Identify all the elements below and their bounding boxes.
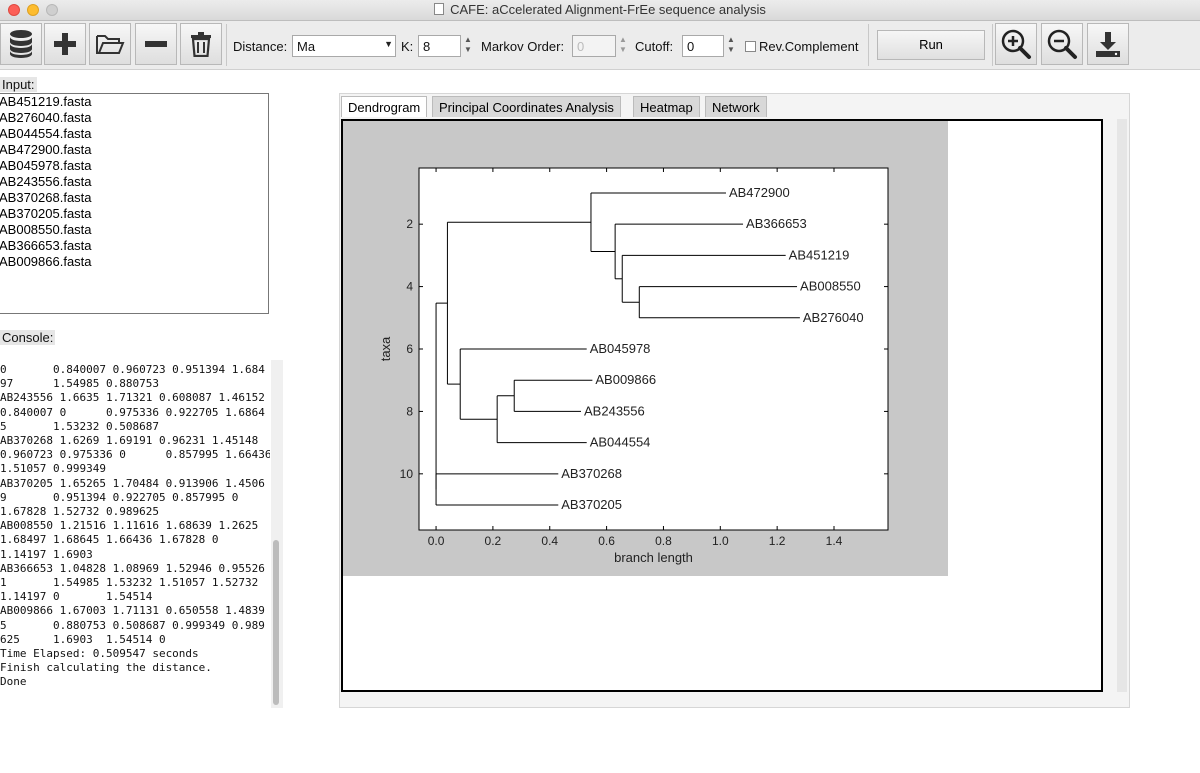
zoom-window-button[interactable] (46, 4, 58, 16)
close-window-button[interactable] (8, 4, 20, 16)
title-bar: CAFE: aCcelerated Alignment-FrEe sequenc… (0, 0, 1200, 21)
rev-complement-checkbox[interactable] (745, 41, 756, 52)
minimize-window-button[interactable] (27, 4, 39, 16)
zoom-out-button[interactable] (1041, 23, 1083, 65)
list-item[interactable]: AB276040.fasta (0, 110, 92, 125)
delete-all-button[interactable] (180, 23, 222, 65)
window-title: CAFE: aCcelerated Alignment-FrEe sequenc… (0, 2, 1200, 17)
list-item[interactable]: AB008550.fasta (0, 222, 92, 237)
cutoff-stepper[interactable]: ▲▼ (727, 35, 735, 54)
console-scrollbar-thumb[interactable] (273, 540, 279, 705)
zoom-in-button[interactable] (995, 23, 1037, 65)
run-button[interactable]: Run (877, 30, 985, 60)
add-file-button[interactable] (44, 23, 86, 65)
console-line: 5 1.53232 0.508687 (0, 419, 159, 433)
plot-scrollbar[interactable] (1117, 119, 1127, 692)
toolbar-separator (992, 24, 993, 66)
k-stepper[interactable]: ▲▼ (464, 35, 472, 54)
markov-order-input[interactable]: 0 (572, 35, 616, 57)
tab-network[interactable]: Network (705, 96, 767, 117)
remove-file-button[interactable] (135, 23, 177, 65)
plus-icon (54, 33, 76, 55)
k-input[interactable]: 8 (418, 35, 461, 57)
tab-principal-coordinates-analysis[interactable]: Principal Coordinates Analysis (432, 96, 621, 117)
markov-order-stepper[interactable]: ▲▼ (619, 35, 627, 54)
console-line: 1.51057 0.999349 (0, 462, 106, 476)
input-label: Input: (0, 77, 37, 92)
console-line: 0.960723 0.975336 0 0.857995 1.66436 (0, 448, 270, 462)
console-line: 1 1.54985 1.53232 1.51057 1.52732 (0, 576, 259, 590)
input-file-list[interactable]: AB451219.fasta AB276040.fasta AB044554.f… (0, 93, 269, 314)
console-line: 1.14197 0 1.54514 (0, 590, 153, 604)
toolbar-separator (226, 24, 227, 66)
chevron-down-icon: ▼ (384, 39, 393, 49)
cutoff-label: Cutoff: (635, 39, 674, 54)
list-item[interactable]: AB009866.fasta (0, 254, 92, 269)
console-line: Done (0, 675, 27, 689)
trash-icon (191, 32, 211, 57)
console-line: AB366653 1.04828 1.08969 1.52946 0.95526 (0, 561, 265, 575)
database-icon (10, 30, 32, 58)
list-item[interactable]: AB044554.fasta (0, 126, 92, 141)
console-line: 1.67828 1.52732 0.989625 (0, 505, 159, 519)
folder-open-icon (96, 35, 125, 54)
tab-heatmap[interactable]: Heatmap (633, 96, 700, 117)
figure-background (343, 121, 948, 576)
rev-complement-label: Rev.Complement (759, 39, 859, 54)
list-item[interactable]: AB472900.fasta (0, 142, 92, 157)
console-line: 625 1.6903 1.54514 0 (0, 632, 166, 646)
list-item[interactable]: AB370205.fasta (0, 206, 92, 221)
database-button[interactable] (0, 23, 42, 65)
zoom-in-icon (1001, 29, 1031, 59)
distance-label: Distance: (233, 39, 288, 54)
console-line: 5 0.880753 0.508687 0.999349 0.989 (0, 618, 265, 632)
toolbar-separator (868, 24, 869, 66)
list-item[interactable]: AB366653.fasta (0, 238, 92, 253)
console-line: 9 0.951394 0.922705 0.857995 0 (0, 490, 239, 504)
console-line: AB009866 1.67003 1.71131 0.650558 1.4839 (0, 604, 265, 618)
minus-icon (145, 41, 167, 47)
toolbar: Distance: Ma ▼ K: 8 ▲▼ Markov Order: 0 ▲… (0, 21, 1200, 70)
download-icon (1096, 32, 1120, 57)
console-line: AB370205 1.65265 1.70484 0.913906 1.4506 (0, 476, 265, 490)
distance-select[interactable]: Ma ▼ (292, 35, 396, 57)
k-label: K: (401, 39, 414, 54)
console-line: AB243556 1.6635 1.71321 0.608087 1.46152 (0, 391, 265, 405)
console-line: 1.14197 1.6903 (0, 547, 93, 561)
list-item[interactable]: AB243556.fasta (0, 174, 92, 189)
console-line: Time Elapsed: 0.509547 seconds (0, 647, 199, 661)
document-icon (434, 3, 445, 15)
console-label: Console: (0, 330, 56, 345)
open-folder-button[interactable] (89, 23, 131, 65)
console-line: 1.68497 1.68645 1.66436 1.67828 0 (0, 533, 219, 547)
console-line: AB008550 1.21516 1.11616 1.68639 1.2625 (0, 519, 259, 533)
console-line: 97 1.54985 0.880753 (0, 377, 159, 391)
tab-dendrogram[interactable]: Dendrogram (341, 96, 428, 117)
console-line: Finish calculating the distance. (0, 661, 212, 675)
cutoff-input[interactable]: 0 (682, 35, 724, 57)
list-item[interactable]: AB370268.fasta (0, 190, 92, 205)
list-item[interactable]: AB451219.fasta (0, 94, 92, 109)
zoom-out-icon (1047, 29, 1077, 59)
console-line: AB370268 1.6269 1.69191 0.96231 1.45148 (0, 434, 259, 448)
console-line: 0.840007 0 0.975336 0.922705 1.6864 (0, 405, 265, 419)
list-item[interactable]: AB045978.fasta (0, 158, 92, 173)
console-line: 0 0.840007 0.960723 0.951394 1.684 (0, 363, 265, 376)
download-button[interactable] (1087, 23, 1129, 65)
markov-order-label: Markov Order: (481, 39, 565, 54)
